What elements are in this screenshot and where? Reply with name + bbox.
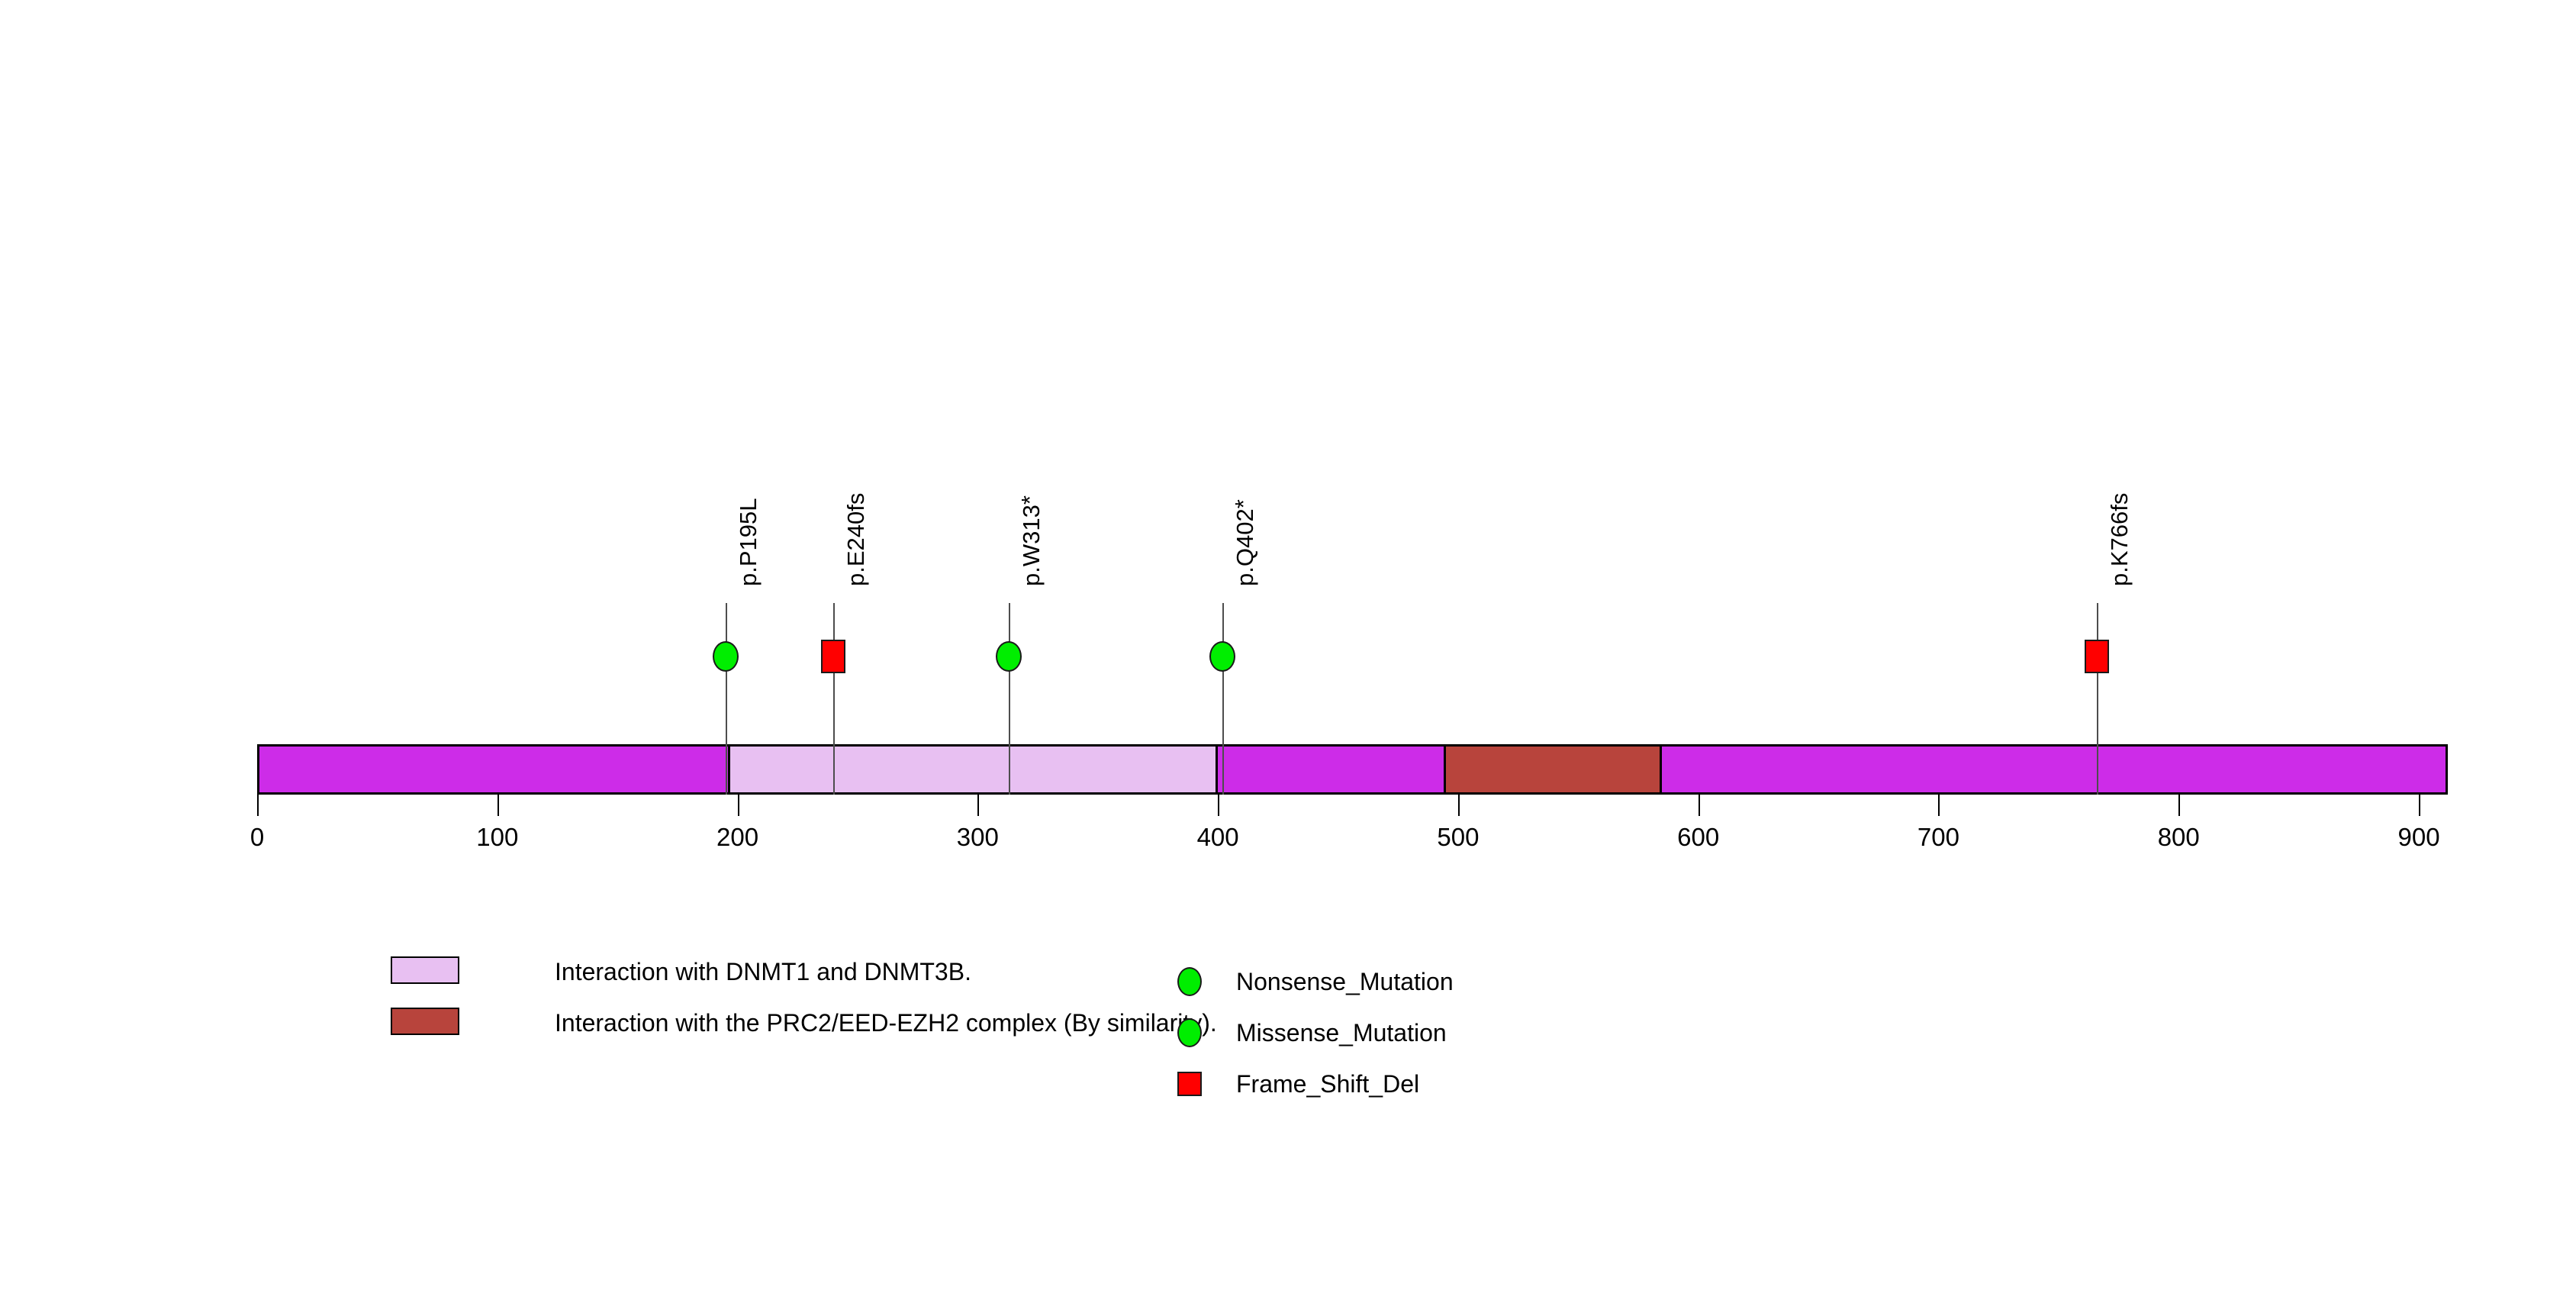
axis-label-800: 800 <box>2157 823 2200 851</box>
mutation-legend-label-2: Frame_Shift_Del <box>1236 1070 1420 1098</box>
domain-legend-label-0: Interaction with DNMT1 and DNMT3B. <box>555 958 971 985</box>
lollipop-label-2: p.W313* <box>1016 495 1045 586</box>
axis-label-100: 100 <box>476 823 519 851</box>
lollipop-stem-2 <box>1009 603 1011 795</box>
lollipop-label-0: p.P195L <box>734 498 762 587</box>
lollipop-stem-4 <box>2097 603 2099 795</box>
lollipop-head-1[interactable] <box>821 640 846 673</box>
axis-tick-700 <box>1938 795 1940 816</box>
axis-tick-500 <box>1457 795 1460 816</box>
axis-label-200: 200 <box>716 823 759 851</box>
mutation-legend-swatch-2 <box>1177 1072 1202 1096</box>
lollipop-label-3: p.Q402* <box>1230 499 1259 586</box>
lollipop-label-4: p.K766fs <box>2106 492 2133 586</box>
axis-tick-300 <box>977 795 980 816</box>
domain-legend-label-1: Interaction with the PRC2/EED-EZH2 compl… <box>555 1009 1217 1037</box>
lollipop-head-0[interactable] <box>712 641 739 672</box>
lollipop-stem-0 <box>725 603 727 795</box>
axis-label-700: 700 <box>1917 823 1959 851</box>
axis-label-500: 500 <box>1437 823 1480 851</box>
mutation-legend-label-0: Nonsense_Mutation <box>1236 968 1454 995</box>
domain-legend-swatch-0 <box>391 956 459 984</box>
lollipop-label-star-2: * <box>1016 495 1044 505</box>
mutation-legend-label-1: Missense_Mutation <box>1236 1019 1447 1047</box>
domain-legend-swatch-1 <box>391 1008 459 1035</box>
mutation-legend-swatch-1 <box>1177 1018 1202 1047</box>
axis-label-600: 600 <box>1677 823 1720 851</box>
axis-tick-600 <box>1698 795 1700 816</box>
lollipop-stem-1 <box>833 603 836 795</box>
axis-tick-400 <box>1218 795 1220 816</box>
lollipop-stem-3 <box>1222 603 1225 795</box>
lollipop-head-3[interactable] <box>1209 641 1236 672</box>
lollipop-label-1: p.E240fs <box>842 492 870 586</box>
axis-tick-900 <box>2419 795 2421 816</box>
axis-tick-200 <box>737 795 739 816</box>
mutation-legend-swatch-0 <box>1177 967 1202 996</box>
axis-tick-800 <box>2178 795 2181 816</box>
lollipop-head-2[interactable] <box>996 641 1022 672</box>
axis-label-300: 300 <box>956 823 999 851</box>
axis-label-0: 0 <box>250 823 265 851</box>
lollipop-label-text-3: p.Q402 <box>1232 508 1259 586</box>
protein-domain-1[interactable] <box>727 747 1219 792</box>
axis-tick-100 <box>497 795 499 816</box>
axis-tick-0 <box>257 795 259 816</box>
lollipop-head-4[interactable] <box>2085 640 2110 673</box>
axis-label-900: 900 <box>2397 823 2440 851</box>
protein-domain-2[interactable] <box>1444 747 1663 792</box>
lollipop-label-text-2: p.W313 <box>1018 505 1045 586</box>
protein-backbone <box>257 744 2448 795</box>
axis-label-400: 400 <box>1196 823 1239 851</box>
lollipop-label-star-3: * <box>1230 499 1257 509</box>
